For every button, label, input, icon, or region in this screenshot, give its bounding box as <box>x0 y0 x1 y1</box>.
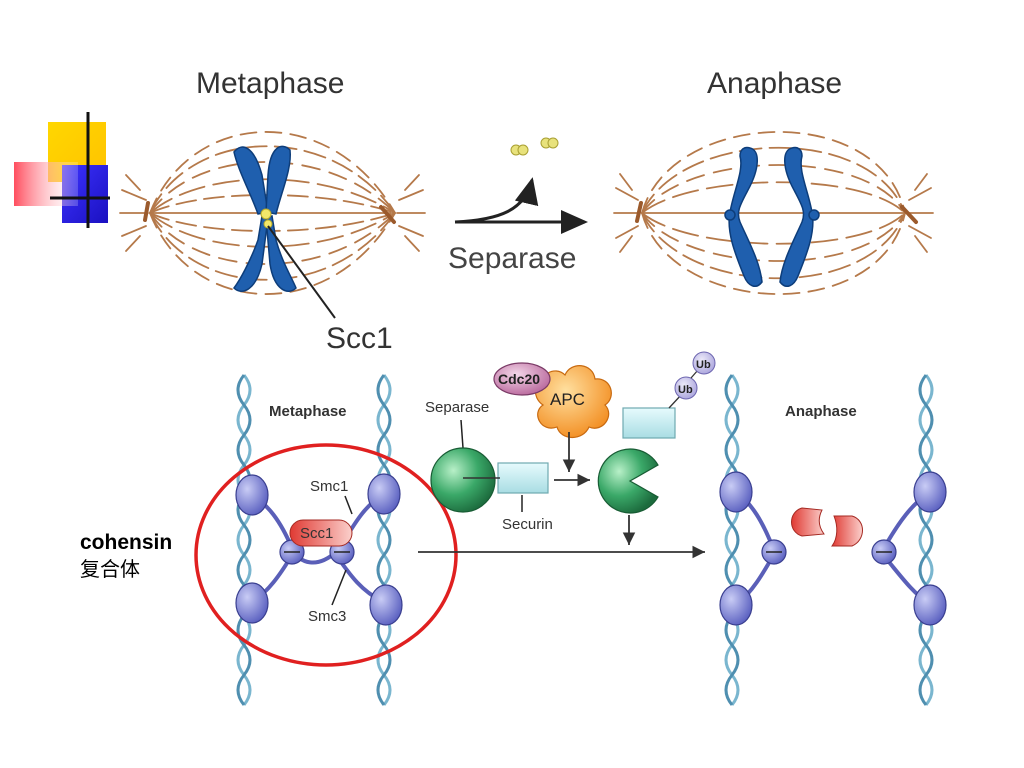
separase-inactive <box>430 447 496 513</box>
top-scc1-dots <box>260 208 273 229</box>
bottom-anaphase-title: Anaphase <box>785 403 857 420</box>
ub-1 <box>674 376 698 400</box>
dna-helix-left-2 <box>376 374 392 706</box>
ub-label-1: Ub <box>678 384 693 396</box>
separase-arrow <box>454 177 588 234</box>
cdc20-label: Cdc20 <box>498 371 540 387</box>
smc1-pointer <box>344 495 353 515</box>
top-metaphase-centrosomes <box>143 201 396 224</box>
separase-active <box>597 448 659 514</box>
cohensin-chinese: 复合体 <box>80 557 140 581</box>
top-anaphase-title: Anaphase <box>707 67 842 100</box>
cohensin-term: cohensin <box>80 531 173 554</box>
smc3-label: Smc3 <box>308 608 346 625</box>
apc-label: APC <box>550 390 585 409</box>
top-anaphase-chromatids <box>724 146 820 287</box>
slide-decoration <box>14 112 110 228</box>
apc-complex <box>493 362 612 439</box>
cleaved-scc1-fragments <box>510 137 559 156</box>
ub-2 <box>692 351 716 375</box>
dna-helix-left-1 <box>236 374 252 706</box>
cohesin-complex-metaphase <box>235 473 403 626</box>
separase-bottom-label: Separase <box>425 399 489 416</box>
separase-pointer <box>460 419 464 449</box>
smc3-pointer <box>331 569 347 606</box>
cohensin-side-label: cohensin 复合体 <box>80 530 210 582</box>
securin-bound <box>497 462 549 494</box>
dna-helices <box>236 374 934 706</box>
top-metaphase-title: Metaphase <box>196 67 344 100</box>
securin-label: Securin <box>502 516 553 533</box>
top-scc1-label: Scc1 <box>326 322 393 355</box>
cohesin-complex-anaphase <box>719 471 947 626</box>
cohesin-highlight-circle <box>194 443 458 667</box>
dna-helix-right-1 <box>724 374 740 706</box>
top-anaphase-centrosomes <box>635 201 918 224</box>
ub-label-2: Ub <box>696 359 711 371</box>
top-anaphase-spindle <box>613 131 934 295</box>
dna-helix-right-2 <box>918 374 934 706</box>
separase-label: Separase <box>448 242 576 275</box>
smc1-label: Smc1 <box>310 478 348 495</box>
bottom-scc1-label: Scc1 <box>300 525 333 542</box>
scc1-pointer-line <box>267 225 336 319</box>
securin-ubiquitinated <box>622 407 676 439</box>
bottom-metaphase-title: Metaphase <box>269 403 347 420</box>
